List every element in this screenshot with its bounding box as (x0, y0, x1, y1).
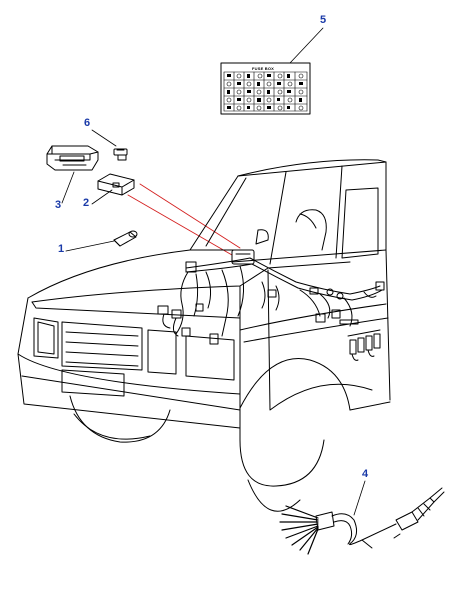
fuse-housing-part (46, 145, 99, 171)
callout-6: 6 (84, 117, 91, 129)
harness-lead-part (279, 487, 445, 555)
callout-4: 4 (362, 468, 369, 480)
relay-part (113, 230, 138, 247)
location-indicator-lines (127, 183, 241, 256)
fuse-part (97, 173, 135, 196)
screw-part (113, 148, 128, 161)
callout-2: 2 (83, 197, 90, 209)
vehicle-outline (17, 159, 391, 512)
callout-1: 1 (58, 243, 65, 255)
fuse-box-label-chart (220, 62, 311, 115)
wiring-harness (157, 249, 385, 361)
leader-lines (61, 27, 366, 516)
callout-5: 5 (320, 14, 327, 26)
callout-3: 3 (55, 199, 62, 211)
fuse-box-title: FUSE BOX (252, 66, 275, 71)
